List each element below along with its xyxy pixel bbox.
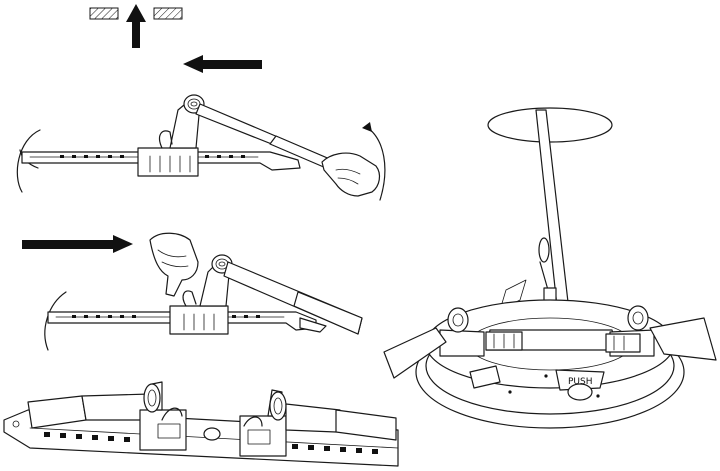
ceiling-hatch-left: [89, 7, 119, 20]
step-1-clip-assembly: [16, 94, 386, 201]
step-4-fixture: PUSH: [383, 107, 717, 429]
up-arrow-icon: [126, 4, 146, 48]
ceiling-opening: [487, 107, 613, 143]
ceiling-hatch-right: [153, 7, 183, 20]
push-label: PUSH: [568, 377, 593, 387]
left-arrow-icon: [183, 55, 262, 73]
step-3-clip-closeup: [3, 381, 399, 467]
right-arrow-icon: [22, 235, 133, 253]
step-2-clip-assembly: [44, 232, 363, 351]
ceiling-indicator: [89, 4, 183, 48]
